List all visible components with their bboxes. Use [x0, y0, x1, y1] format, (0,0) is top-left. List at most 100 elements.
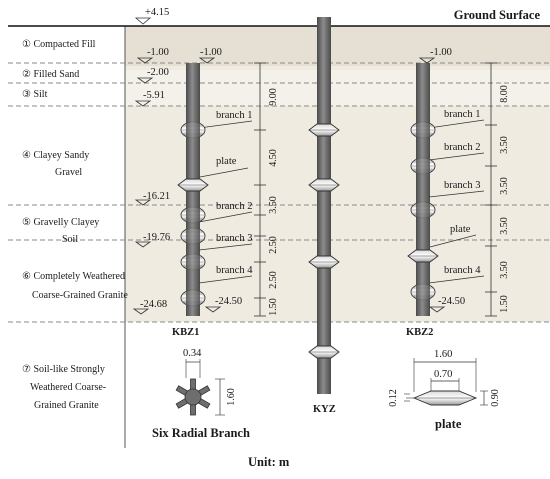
- kbz2-dimension-ticks: [485, 62, 497, 317]
- layer-6-label-line1: ⑥ Completely Weathered: [22, 271, 125, 282]
- layer-7-label-line1: ⑦ Soil-like Strongly: [22, 364, 105, 375]
- kbz2-label-branch4: branch 4: [444, 265, 481, 276]
- plate-title: plate: [435, 417, 462, 431]
- ground-surface-label: Ground Surface: [454, 8, 541, 22]
- layer-6-label-line2: Coarse-Grained Granite: [32, 290, 128, 301]
- layer-4-label-line1: ④ Clayey Sandy: [22, 150, 89, 161]
- kbz1-dim-6: 1.50: [268, 298, 279, 316]
- kbz1-bottom-elevation: -24.50: [215, 296, 242, 307]
- kbz1-leader-branch2: [198, 211, 253, 223]
- kbz2-leader-branch3: [428, 190, 485, 198]
- kbz2-branch-1: [410, 121, 436, 139]
- kbz2-bottom-elevation: -24.50: [438, 296, 465, 307]
- kyz-pile: KYZ: [313, 17, 336, 415]
- kbz1-leader-branch1: [198, 120, 253, 129]
- elevation-3: -5.91: [143, 90, 165, 101]
- ground-elevation: +4.15: [145, 7, 169, 18]
- kbz2-name: KBZ2: [406, 327, 433, 338]
- kbz2-dim-5: 3.50: [499, 261, 510, 279]
- kbz2-dim-4: 3.50: [499, 217, 510, 235]
- kbz1-top-marker: [198, 57, 216, 64]
- six-radial-branch-title: Six Radial Branch: [152, 426, 250, 440]
- kbz2-leader-branch1: [428, 119, 485, 129]
- elevation-2: -2.00: [147, 67, 169, 78]
- kbz1-label-branch3: branch 3: [216, 233, 252, 244]
- kbz2-label-branch3: branch 3: [444, 180, 480, 191]
- layer-1-label: ① Compacted Fill: [22, 39, 96, 50]
- kbz1-dim-4: 2.50: [268, 236, 279, 254]
- kbz1-leader-plate: [199, 167, 249, 178]
- ground-elevation-marker: [134, 17, 152, 25]
- layer-labels: ① Compacted Fill ② Filled Sand ③ Silt ④ …: [22, 39, 128, 411]
- kbz1-dim-5: 2.50: [268, 271, 279, 289]
- radial-width-value: 0.34: [183, 348, 202, 359]
- kbz1-branch-1: [180, 121, 206, 139]
- kbz2-leader-branch4: [428, 275, 485, 284]
- kbz2-top-elevation: -1.00: [430, 47, 452, 58]
- kbz1-branch-5: [180, 289, 206, 307]
- elevation-1: -1.00: [147, 47, 169, 58]
- kbz2-branch-3: [410, 201, 436, 219]
- layer-3-label: ③ Silt: [22, 89, 48, 100]
- kbz2-dim-3: 3.50: [499, 177, 510, 195]
- plate-detail: 1.60 0.70 0.12 0.90 plate: [388, 349, 501, 431]
- kbz2-branch-2: [410, 157, 436, 175]
- kbz1-branch-3: [180, 227, 206, 245]
- elevation-5: -19.76: [143, 232, 170, 243]
- layer-5-label-line1: ⑤ Gravelly Clayey: [22, 217, 99, 228]
- layer-7-label-line3: Grained Granite: [34, 400, 99, 411]
- layer-2-label: ② Filled Sand: [22, 69, 79, 80]
- elevation-6-marker: [132, 308, 150, 315]
- kbz1-leader-branch3: [198, 243, 253, 251]
- kbz1-top-elevation: -1.00: [200, 47, 222, 58]
- kbz1-branch-2: [180, 206, 206, 224]
- kbz2-dim-6: 1.50: [499, 295, 510, 313]
- kbz1-dimension-ticks: [254, 62, 266, 317]
- kbz2-label-plate: plate: [450, 224, 471, 235]
- kbz1-dim-3: 3.50: [268, 196, 279, 214]
- kbz1-dim-1: 9.00: [268, 88, 279, 106]
- elevation-4-marker: [134, 199, 152, 206]
- kyz-shaft: [317, 17, 331, 394]
- kbz1-name: KBZ1: [172, 327, 199, 338]
- kbz1-dim-2: 4.50: [268, 149, 279, 167]
- kyz-name: KYZ: [313, 404, 336, 415]
- elevation-4: -16.21: [143, 191, 170, 202]
- kbz2-label-branch1: branch 1: [444, 109, 480, 120]
- kbz1-branch-4: [180, 253, 206, 271]
- elevation-5-marker: [134, 241, 152, 248]
- six-radial-branch-drawing: [175, 378, 211, 416]
- layer-4-label-line2: Gravel: [55, 167, 82, 178]
- kbz2-leader-plate: [429, 234, 477, 248]
- kbz2-bottom-marker: [428, 306, 446, 313]
- layer-elevations: -1.00 -2.00 -5.91 -16.21 -19.76 -24.68: [132, 47, 170, 315]
- elevation-1-marker: [136, 57, 154, 64]
- kbz1-label-branch2: branch 2: [216, 201, 252, 212]
- kbz2-top-marker: [418, 57, 436, 64]
- kbz1-bottom-marker: [204, 306, 222, 313]
- plate-inner-diameter: 0.70: [434, 369, 452, 380]
- kbz2-leader-branch2: [428, 152, 485, 161]
- kbz1-leader-branch4: [198, 275, 253, 284]
- kbz1-label-branch1: branch 1: [216, 110, 252, 121]
- kbz2-dim-1: 8.00: [499, 85, 510, 103]
- six-radial-branch-detail: 0.34 1.60 Six Radial Branch: [152, 348, 250, 440]
- plate-height: 0.90: [490, 389, 501, 407]
- kbz1-label-plate: plate: [216, 156, 237, 167]
- elevation-3-marker: [134, 100, 152, 107]
- plate-outer-diameter: 1.60: [434, 349, 452, 360]
- elevation-6: -24.68: [140, 299, 167, 310]
- fill-layer-band: [125, 26, 550, 66]
- kbz2-branch-4: [410, 283, 436, 301]
- radial-height-value: 1.60: [226, 388, 237, 406]
- layer-5-label-line2: Soil: [62, 234, 78, 245]
- plate-thickness: 0.12: [388, 389, 399, 407]
- layer-boundaries: [8, 62, 550, 323]
- elevation-2-marker: [136, 77, 154, 84]
- layer-7-label-line2: Weathered Coarse-: [30, 382, 106, 393]
- kbz2-dim-2: 3.50: [499, 136, 510, 154]
- kbz2-label-branch2: branch 2: [444, 142, 480, 153]
- kbz1-label-branch4: branch 4: [216, 265, 253, 276]
